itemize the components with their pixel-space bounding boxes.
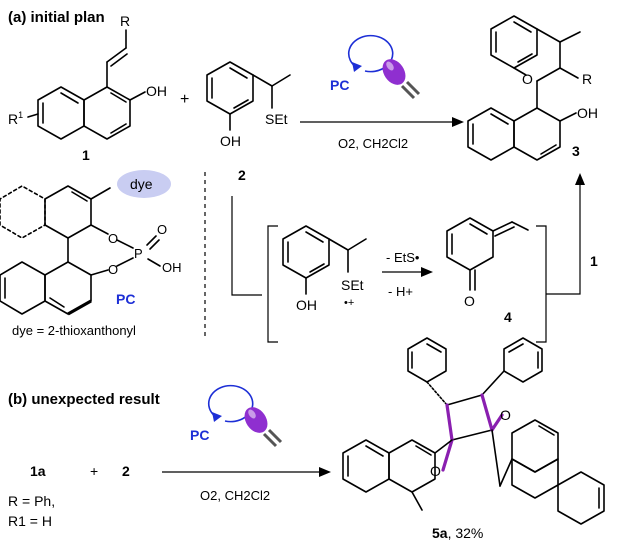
conditions-bottom-solvent: O2, CH2Cl2: [200, 488, 270, 503]
product-3-r: R: [582, 71, 592, 87]
catalyst-oh: OH: [162, 260, 182, 275]
compound-2-number: 2: [238, 167, 246, 183]
radical-cation-oh: OH: [296, 297, 317, 313]
reaction-arrow-top-head: [452, 117, 464, 127]
reaction-arrow-bottom-head: [319, 467, 331, 477]
product-3-o: O: [522, 71, 533, 87]
catalyst-o2: O: [108, 262, 118, 277]
bracket-left: [267, 225, 278, 343]
conditions-top-solvent: O2, CH2Cl2: [338, 136, 408, 151]
mechanism-reagent-1: 1: [590, 253, 598, 269]
compound-1-r1: R1: [8, 110, 23, 127]
mechanism-connector-left: [231, 196, 262, 296]
mechanism-step-bottom: - H+: [388, 284, 413, 299]
radical-cation-structure: [282, 225, 367, 295]
pc-cycle-icon-bottom: [207, 384, 254, 423]
substituent-r1: R1 = H: [8, 513, 52, 529]
light-bulb-icon-top: [382, 59, 421, 100]
compound-1-structure: [27, 29, 146, 140]
compound-2-structure: [206, 61, 291, 131]
light-bulb-icon-bottom: [244, 407, 283, 448]
dye-label: dye: [130, 176, 153, 192]
intermediate-4-structure: [446, 217, 529, 291]
product-5a-o1: O: [500, 407, 511, 423]
reactant-2: 2: [122, 463, 130, 479]
catalyst-structure: [0, 185, 161, 316]
bracket-right: [536, 225, 547, 343]
mechanism-arrow-head: [421, 267, 433, 277]
pc-label-top: PC: [330, 77, 349, 93]
product-3-structure: [467, 15, 581, 161]
compound-1-oh: OH: [146, 83, 167, 99]
compound-2-set: SEt: [265, 111, 288, 127]
radical-cation-set: SEt: [341, 277, 364, 293]
product-5a-caption: 5a, 32%: [432, 525, 483, 541]
compound-2-oh: OH: [220, 133, 241, 149]
radical-cation-charge: •+: [344, 297, 354, 309]
catalyst-pc-label: PC: [116, 291, 135, 307]
mechanism-up-arrow-head: [575, 173, 585, 185]
mechanism-connector-right: [546, 182, 581, 295]
catalyst-o1: O: [108, 231, 118, 246]
plus-sign-a: +: [180, 91, 189, 108]
catalyst-p: P: [134, 246, 143, 261]
reactant-1a: 1a: [30, 463, 46, 479]
substituent-r: R = Ph,: [8, 493, 55, 509]
dye-legend: dye = 2-thioxanthonyl: [12, 323, 136, 338]
compound-1-number: 1: [82, 147, 90, 163]
mechanism-step-top: - EtS•: [386, 250, 420, 265]
plus-sign-b: +: [90, 463, 98, 479]
product-5a-structure: [342, 337, 605, 525]
catalyst-o3: O: [157, 222, 167, 237]
product-5a-o2: O: [430, 463, 441, 479]
dye-ellipse: [117, 170, 171, 198]
pc-label-bottom: PC: [190, 427, 209, 443]
section-a-heading: (a) initial plan: [8, 9, 105, 26]
product-3-number: 3: [572, 143, 580, 159]
intermediate-4-number: 4: [504, 309, 512, 325]
compound-1-r: R: [120, 13, 130, 29]
section-b-heading: (b) unexpected result: [8, 391, 160, 408]
product-3-oh: OH: [577, 105, 598, 121]
intermediate-4-o: O: [464, 293, 475, 309]
